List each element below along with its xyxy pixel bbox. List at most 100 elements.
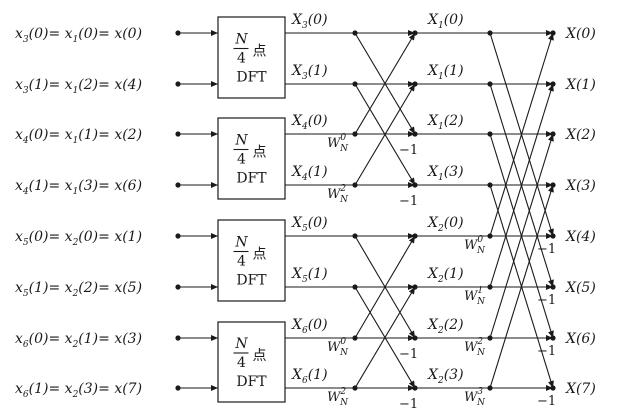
minus-one-stage1: −1 — [399, 143, 418, 158]
input-label: x5(1)= x2(2)= x(5) — [15, 280, 142, 299]
block-denominator: 4 — [237, 355, 246, 371]
stage2-label: X1(2) — [427, 113, 464, 132]
input-arrow-arrowhead — [211, 81, 218, 87]
block-denominator: 4 — [237, 152, 246, 168]
butterfly2-cross — [489, 133, 554, 339]
stage1-label: X4(0) — [291, 113, 328, 132]
stage1-label: X3(1) — [291, 63, 328, 82]
output-node — [550, 385, 556, 391]
output-label: X(5) — [565, 280, 596, 296]
output-node — [550, 233, 556, 239]
butterfly2-straight-arrowhead — [546, 284, 553, 290]
minus-one-stage2: −1 — [537, 242, 556, 257]
butterfly1-straight-arrowhead — [408, 182, 415, 188]
dft-block — [217, 16, 286, 99]
butterfly2-straight-arrowhead — [546, 385, 553, 391]
input-label: x5(0)= x2(0)= x(1) — [15, 229, 142, 248]
block-point-label: 点 — [253, 44, 267, 60]
minus-one-stage1: −1 — [399, 194, 418, 209]
butterfly1-cross — [354, 286, 416, 389]
butterfly1-straight-arrowhead — [408, 385, 415, 391]
butterfly2-cross — [489, 184, 554, 389]
stage1-label: X3(0) — [291, 12, 328, 31]
output-node — [550, 131, 556, 137]
input-arrow-arrowhead — [211, 131, 218, 137]
flow-lines — [175, 30, 556, 391]
input-arrow-arrowhead — [211, 284, 218, 290]
output-node — [550, 30, 556, 36]
block-denominator: 4 — [237, 51, 246, 67]
output-label: X(1) — [565, 77, 596, 93]
dft-block — [217, 321, 286, 403]
output-label: X(2) — [565, 127, 596, 143]
butterfly1-straight-arrowhead — [408, 284, 415, 290]
input-arrow-arrowhead — [211, 233, 218, 239]
minus-one-stage2: −1 — [537, 344, 556, 359]
stage1-label: X4(1) — [291, 164, 328, 183]
input-arrow-arrowhead — [211, 182, 218, 188]
minus-one-stage1: −1 — [399, 347, 418, 362]
stage1-label: X5(0) — [291, 215, 328, 234]
block-dft-label: DFT — [236, 171, 267, 187]
input-label: x3(0)= x1(0)= x(0) — [15, 26, 142, 45]
block-point-label: 点 — [253, 247, 267, 263]
minus-one-stage1: −1 — [399, 397, 418, 412]
butterfly1-straight-arrowhead — [408, 233, 415, 239]
input-label: x3(1)= x1(2)= x(4) — [15, 77, 142, 96]
stage2-label: X2(1) — [427, 266, 464, 285]
stage1-label: X6(0) — [291, 317, 328, 336]
labels: x3(0)= x1(0)= x(0) x3(1)= x1(2)= x(4) x4(0… — [15, 12, 596, 412]
block-dft-label: DFT — [236, 273, 267, 289]
output-label: X(4) — [565, 229, 596, 245]
dft-block — [217, 219, 286, 302]
minus-one-stage2: −1 — [537, 394, 556, 409]
stage1-label: X6(1) — [291, 367, 328, 386]
butterfly1-straight-arrowhead — [408, 131, 415, 137]
input-label: x6(1)= x2(3)= x(7) — [15, 381, 142, 400]
butterfly1-straight-arrowhead — [408, 30, 415, 36]
block-numerator: N — [234, 336, 248, 352]
stage2-label: X2(3) — [427, 367, 464, 386]
output-node — [550, 182, 556, 188]
butterfly1-straight-arrowhead — [408, 335, 415, 341]
block-dft-label: DFT — [236, 374, 267, 390]
block-dft-label: DFT — [236, 70, 267, 86]
output-label: X(3) — [565, 178, 596, 194]
output-label: X(6) — [565, 331, 596, 347]
output-label: X(7) — [565, 381, 596, 397]
block-point-label: 点 — [253, 145, 267, 161]
block-point-label: 点 — [253, 348, 267, 364]
input-label: x4(0)= x1(1)= x(2) — [15, 127, 142, 146]
input-arrow-arrowhead — [211, 30, 218, 36]
butterfly1-cross — [354, 83, 416, 186]
butterfly2-straight-arrowhead — [546, 335, 553, 341]
output-node — [550, 284, 556, 290]
output-label: X(0) — [565, 26, 596, 42]
input-arrow-arrowhead — [211, 335, 218, 341]
stage2-label: X1(3) — [427, 164, 464, 183]
output-node — [550, 81, 556, 87]
butterfly1-straight-arrowhead — [408, 81, 415, 87]
stage2-label: X2(0) — [427, 215, 464, 234]
minus-one-stage2: −1 — [537, 293, 556, 308]
stage1-label: X5(1) — [291, 266, 328, 285]
block-numerator: N — [234, 235, 248, 251]
stage2-label: X1(0) — [427, 12, 464, 31]
output-node — [550, 335, 556, 341]
butterfly2-straight-arrowhead — [546, 81, 553, 87]
block-numerator: N — [234, 32, 248, 48]
input-label: x4(1)= x1(3)= x(6) — [15, 178, 142, 197]
block-numerator: N — [234, 133, 248, 149]
dft-block — [217, 117, 286, 200]
block-denominator: 4 — [237, 254, 246, 270]
